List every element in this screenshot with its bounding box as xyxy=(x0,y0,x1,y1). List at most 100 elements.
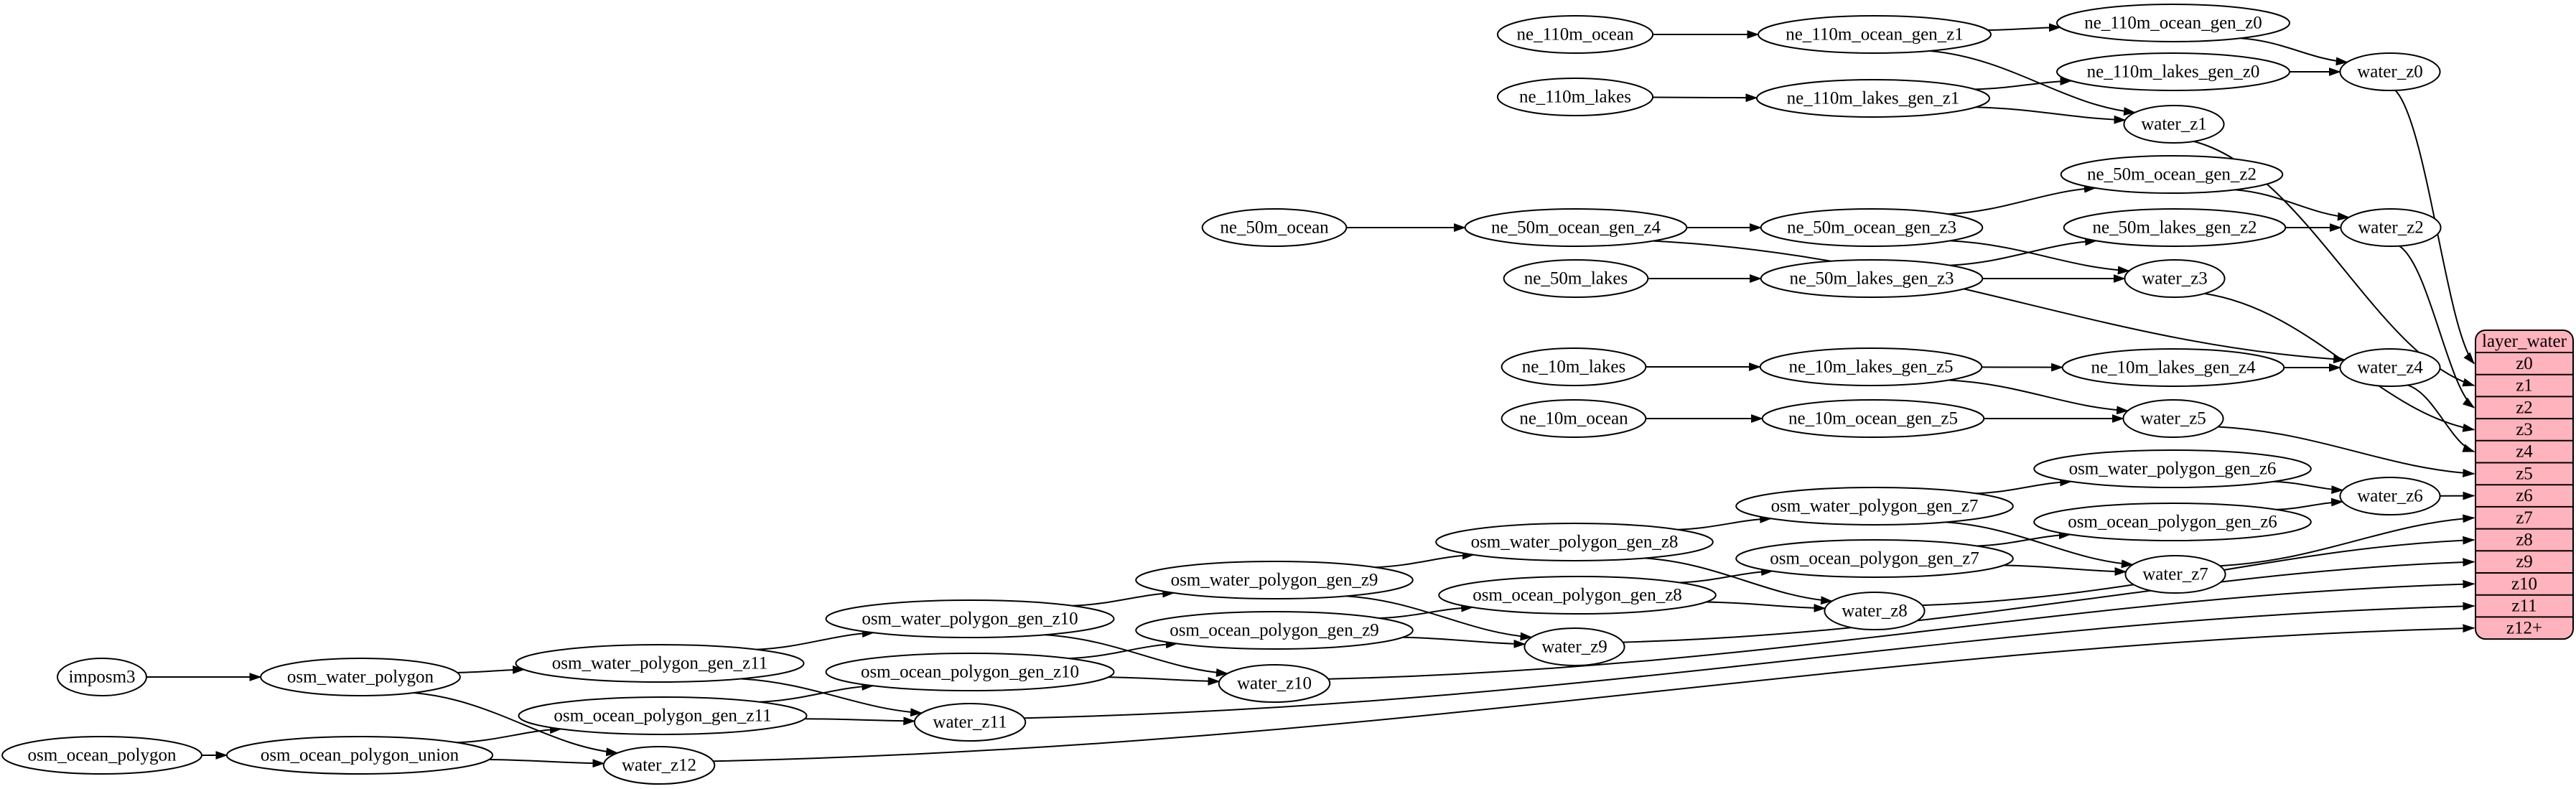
edge-osm_ocean_polygon_gen_z8--water_z8 xyxy=(1706,601,1826,612)
node-water_z10: water_z10 xyxy=(1218,664,1331,703)
edge-osm_ocean_polygon_gen_z6--water_z6 xyxy=(2276,498,2344,510)
node-ne_10m_lakes_gen_z4: ne_10m_lakes_gen_z4 xyxy=(2061,348,2285,387)
node-label: water_z9 xyxy=(1541,638,1607,657)
table-row-z9: z9 xyxy=(2475,550,2573,571)
table-layer_water: layer_waterz0z1z2z3z4z5z6z7z8z9z10z11z12… xyxy=(2475,330,2574,640)
node-ellipse xyxy=(825,599,1115,638)
edge-osm_water_polygon_gen_z9--water_z9 xyxy=(1345,595,1533,641)
edge-osm_water_polygon_gen_z11--osm_water_polygon_gen_z10 xyxy=(756,629,874,650)
node-label: osm_water_polygon_gen_z10 xyxy=(862,610,1078,629)
edge-water_z11--layer_water-z11 xyxy=(1024,602,2475,719)
node-ellipse xyxy=(1438,576,1717,615)
node-label: osm_ocean_polygon_gen_z6 xyxy=(2068,513,2277,532)
table-row-z12+: z12+ xyxy=(2475,616,2573,638)
node-label: ne_10m_lakes_gen_z5 xyxy=(1788,358,1953,377)
table-row-label: z5 xyxy=(2516,464,2533,483)
node-label: osm_ocean_polygon_gen_z8 xyxy=(1473,586,1682,605)
node-ne_110m_lakes_gen_z0: ne_110m_lakes_gen_z0 xyxy=(2056,52,2290,91)
node-water_z5: water_z5 xyxy=(2122,399,2224,438)
node-label: water_z11 xyxy=(933,713,1007,732)
node-label: ne_110m_ocean xyxy=(1517,25,1634,45)
node-osm_water_polygon_gen_z9: osm_water_polygon_gen_z9 xyxy=(1135,561,1414,599)
node-label: osm_water_polygon_gen_z9 xyxy=(1171,571,1378,590)
node-label: osm_water_polygon_gen_z6 xyxy=(2069,459,2277,479)
node-ellipse xyxy=(2124,555,2226,594)
node-label: water_z6 xyxy=(2357,487,2423,506)
edge-osm_ocean_polygon_gen_z10--water_z10 xyxy=(1108,676,1221,686)
node-ellipse xyxy=(2122,399,2224,438)
node-label: osm_ocean_polygon xyxy=(28,746,177,765)
node-ellipse xyxy=(1759,347,1983,386)
node-label: ne_50m_ocean_gen_z4 xyxy=(1491,218,1661,238)
node-label: osm_ocean_polygon_gen_z11 xyxy=(554,706,771,726)
node-label: ne_50m_ocean_gen_z2 xyxy=(2087,165,2257,185)
node-label: water_z5 xyxy=(2140,409,2206,429)
node-label: water_z4 xyxy=(2357,358,2423,378)
node-ellipse xyxy=(913,703,1027,742)
node-label: ne_50m_lakes_gen_z2 xyxy=(2092,218,2257,238)
edge-water_z4--layer_water-z4 xyxy=(2407,384,2475,453)
node-water_z7: water_z7 xyxy=(2124,555,2226,594)
node-water_z2: water_z2 xyxy=(2340,208,2442,247)
node-ellipse xyxy=(1760,208,1984,247)
edge-ne_110m_ocean_gen_z0--water_z0 xyxy=(2240,37,2348,66)
node-label: ne_10m_lakes xyxy=(1522,358,1625,377)
node-ellipse xyxy=(518,696,808,735)
node-ne_50m_ocean: ne_50m_ocean xyxy=(1201,208,1348,247)
edge-water_z9--layer_water-z9 xyxy=(1623,558,2475,643)
table-row-label: z6 xyxy=(2516,486,2533,505)
node-label: ne_110m_lakes_gen_z1 xyxy=(1787,89,1960,108)
edge-osm_ocean_polygon_gen_z10--osm_ocean_polygon_gen_z9 xyxy=(1068,640,1178,660)
node-osm_water_polygon_gen_z7: osm_water_polygon_gen_z7 xyxy=(1735,487,2014,526)
table-row-z8: z8 xyxy=(2475,528,2573,549)
table-row-label: z7 xyxy=(2516,508,2533,528)
edge-osm_ocean_polygon_gen_z7--water_z7 xyxy=(2003,564,2127,576)
edge-ne_110m_ocean_gen_z1--water_z1 xyxy=(1929,50,2137,116)
node-water_z11: water_z11 xyxy=(913,703,1027,742)
node-label: ne_50m_ocean xyxy=(1220,218,1329,238)
node-ellipse xyxy=(2339,348,2441,387)
node-label: ne_10m_lakes_gen_z4 xyxy=(2091,358,2256,378)
edge-osm_water_polygon_gen_z6--water_z6 xyxy=(2274,480,2344,494)
node-ellipse xyxy=(1,736,202,775)
node-ellipse xyxy=(225,736,494,775)
table-row-label: z9 xyxy=(2516,552,2533,571)
table-row-label: z12+ xyxy=(2506,618,2542,638)
node-label: water_z7 xyxy=(2142,565,2208,584)
edge-ne_50m_ocean_gen_z2--water_z2 xyxy=(2234,189,2350,221)
node-label: ne_110m_ocean_gen_z1 xyxy=(1786,25,1964,45)
node-ellipse xyxy=(2124,259,2226,298)
node-label: water_z3 xyxy=(2142,269,2208,289)
node-ne_110m_lakes: ne_110m_lakes xyxy=(1496,78,1654,116)
node-osm_ocean_polygon_gen_z10: osm_ocean_polygon_gen_z10 xyxy=(825,653,1115,691)
node-ellipse xyxy=(1503,259,1649,298)
node-water_z3: water_z3 xyxy=(2124,259,2226,298)
table-row-label: z4 xyxy=(2516,442,2533,462)
edge-ne_110m_lakes_gen_z1--ne_110m_lakes_gen_z0 xyxy=(1974,77,2073,90)
node-label: osm_ocean_polygon_gen_z7 xyxy=(1770,549,1979,569)
table-row-z2: z2 xyxy=(2475,396,2573,417)
node-label: ne_10m_ocean xyxy=(1519,409,1628,429)
edge-osm_ocean_polygon_union--osm_ocean_polygon_gen_z11 xyxy=(457,725,562,744)
node-ne_50m_lakes_gen_z3: ne_50m_lakes_gen_z3 xyxy=(1760,259,1984,298)
edge-osm_water_polygon--osm_water_polygon_gen_z11 xyxy=(457,665,526,674)
node-label: osm_water_polygon_gen_z11 xyxy=(552,654,767,673)
table-row-z6: z6 xyxy=(2475,484,2573,505)
table-row-label: z1 xyxy=(2516,376,2533,396)
node-ellipse xyxy=(1735,487,2014,526)
node-label: water_z12 xyxy=(622,756,696,775)
node-ellipse xyxy=(2056,52,2290,91)
node-label: ne_50m_ocean_gen_z3 xyxy=(1787,218,1956,238)
node-ne_50m_ocean_gen_z2: ne_50m_ocean_gen_z2 xyxy=(2060,155,2284,194)
node-ellipse xyxy=(1135,561,1414,599)
table-row-label: z2 xyxy=(2516,398,2533,417)
table-row-z11: z11 xyxy=(2475,594,2573,616)
edge-ne_50m_ocean_gen_z3--ne_50m_ocean_gen_z2 xyxy=(1948,184,2096,215)
node-ellipse xyxy=(2056,4,2290,42)
edge-osm_water_polygon_gen_z8--osm_water_polygon_gen_z7 xyxy=(1678,514,1773,531)
node-ellipse xyxy=(1758,15,1992,54)
node-label: water_z0 xyxy=(2357,62,2423,82)
edge-osm_water_polygon_gen_z11--water_z11 xyxy=(741,678,923,717)
